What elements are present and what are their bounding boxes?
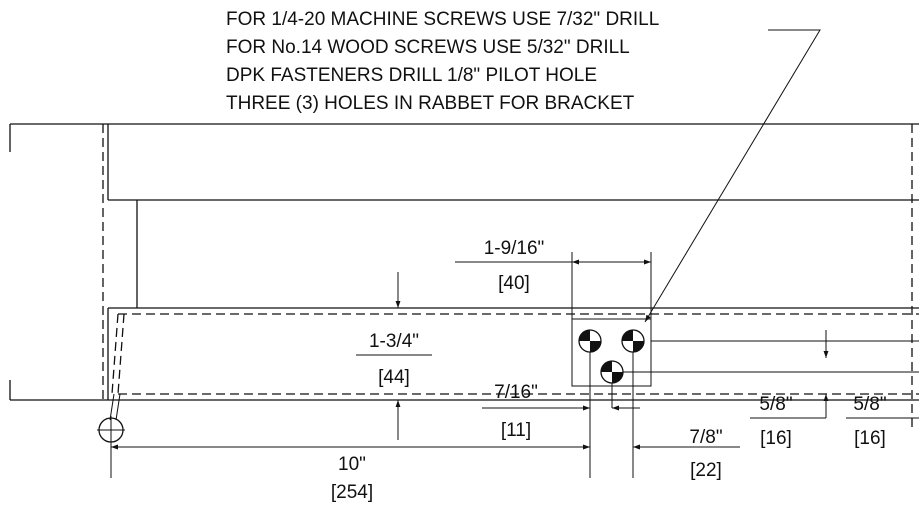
dim-center-distance: 10" [254] xyxy=(110,442,590,503)
dim-right-hole-offset: 7/8" [22] xyxy=(632,352,740,481)
dim-upper-hole-height-imperial: 5/8" xyxy=(759,394,792,415)
dim-center-distance-metric: [254] xyxy=(331,482,373,503)
dim-hole-spacing-metric: [40] xyxy=(498,273,530,294)
bracket-outline xyxy=(571,318,652,387)
rabbet-strip xyxy=(10,307,919,401)
dim-right-hole-offset-imperial: 7/8" xyxy=(689,427,722,448)
dim-hole-spacing-imperial: 1-9/16" xyxy=(484,238,545,259)
note-machine-screws: FOR 1/4-20 MACHINE SCREWS USE 7/32" DRIL… xyxy=(226,9,659,30)
dim-lower-hole-height-imperial: 5/8" xyxy=(853,394,886,415)
dim-hole-spacing: 1-9/16" [40] xyxy=(455,238,652,319)
hole-lower-center xyxy=(600,360,624,384)
dim-lower-hole-offset-metric: [11] xyxy=(501,420,531,441)
dim-lower-hole-offset-imperial: 7/16" xyxy=(494,382,538,403)
notes-leader xyxy=(644,29,821,323)
dim-rabbet-height: 1-3/4" [44] xyxy=(356,272,432,440)
dim-hole-heights: 5/8" [16] 5/8" [16] xyxy=(623,330,919,449)
dim-center-distance-imperial: 10" xyxy=(338,454,366,475)
dim-upper-hole-height-metric: [16] xyxy=(760,428,792,449)
drill-notes: FOR 1/4-20 MACHINE SCREWS USE 7/32" DRIL… xyxy=(226,9,659,114)
center-mark-symbol xyxy=(97,393,125,444)
note-dpk-fasteners: DPK FASTENERS DRILL 1/8" PILOT HOLE xyxy=(226,65,597,86)
dim-rabbet-height-imperial: 1-3/4" xyxy=(369,331,419,352)
dim-lower-hole-height-metric: [16] xyxy=(854,428,886,449)
frame-outline xyxy=(9,123,919,430)
dim-lower-hole-offset: 7/16" [11] xyxy=(482,352,640,478)
hole-upper-left xyxy=(578,329,602,353)
dim-rabbet-height-metric: [44] xyxy=(378,367,410,388)
note-wood-screws: FOR No.14 WOOD SCREWS USE 5/32" DRILL xyxy=(226,37,630,58)
hole-upper-right xyxy=(621,329,645,353)
dim-right-hole-offset-metric: [22] xyxy=(690,460,722,481)
note-three-holes: THREE (3) HOLES IN RABBET FOR BRACKET xyxy=(226,93,635,114)
